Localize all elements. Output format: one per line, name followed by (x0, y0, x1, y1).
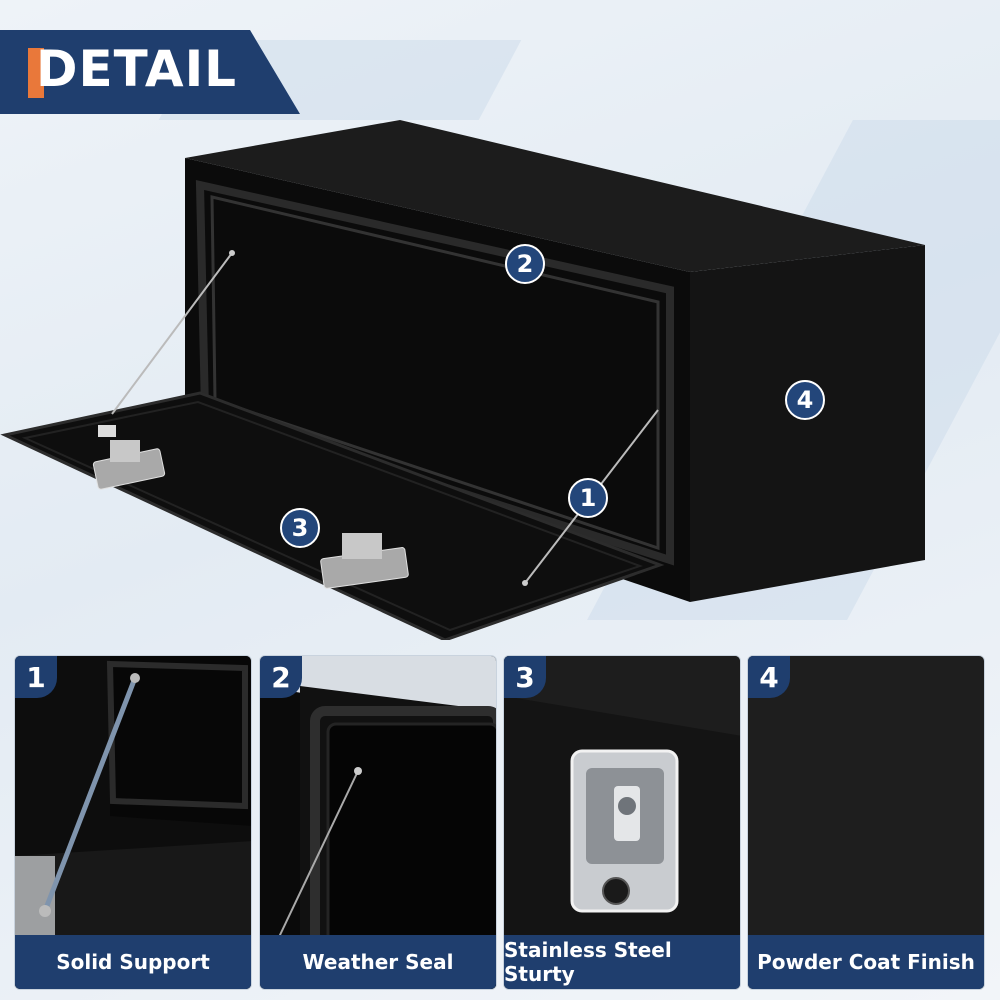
support-strut (111, 252, 233, 415)
header-badge (0, 30, 300, 114)
lid-inner (21, 400, 643, 632)
header-accent-bar (28, 48, 44, 98)
toolbox-side (690, 245, 925, 602)
callout-4: 4 (785, 380, 825, 420)
panel-caption: Solid Support (15, 935, 251, 989)
detail-panel-powder-coat: 4 Powder Coat Finish (747, 655, 985, 990)
callout-3: 3 (280, 508, 320, 548)
panel-caption: Powder Coat Finish (748, 935, 984, 989)
panel-number: 1 (15, 656, 57, 698)
panel-caption: Stainless Steel Sturty (504, 935, 740, 989)
open-lid (5, 393, 660, 640)
callout-2: 2 (505, 244, 545, 284)
page-title: DETAIL (36, 40, 238, 98)
detail-panel-weather-seal: 2 Weather Seal (259, 655, 497, 990)
callout-1: 1 (568, 478, 608, 518)
detail-panel-stainless-latch: 3 Stainless Steel Sturty (503, 655, 741, 990)
latch-closeup-image (504, 656, 740, 989)
panel-number: 2 (260, 656, 302, 698)
seal-closeup-image (260, 656, 496, 989)
texture-closeup-image (748, 656, 984, 989)
panel-caption: Weather Seal (260, 935, 496, 989)
panel-number: 4 (748, 656, 790, 698)
toolbox-illustration (0, 120, 925, 640)
detail-panel-solid-support: 1 Solid Support (14, 655, 252, 990)
lid-edge (0, 391, 665, 640)
toolbox-top (185, 120, 925, 272)
panel-number: 3 (504, 656, 546, 698)
